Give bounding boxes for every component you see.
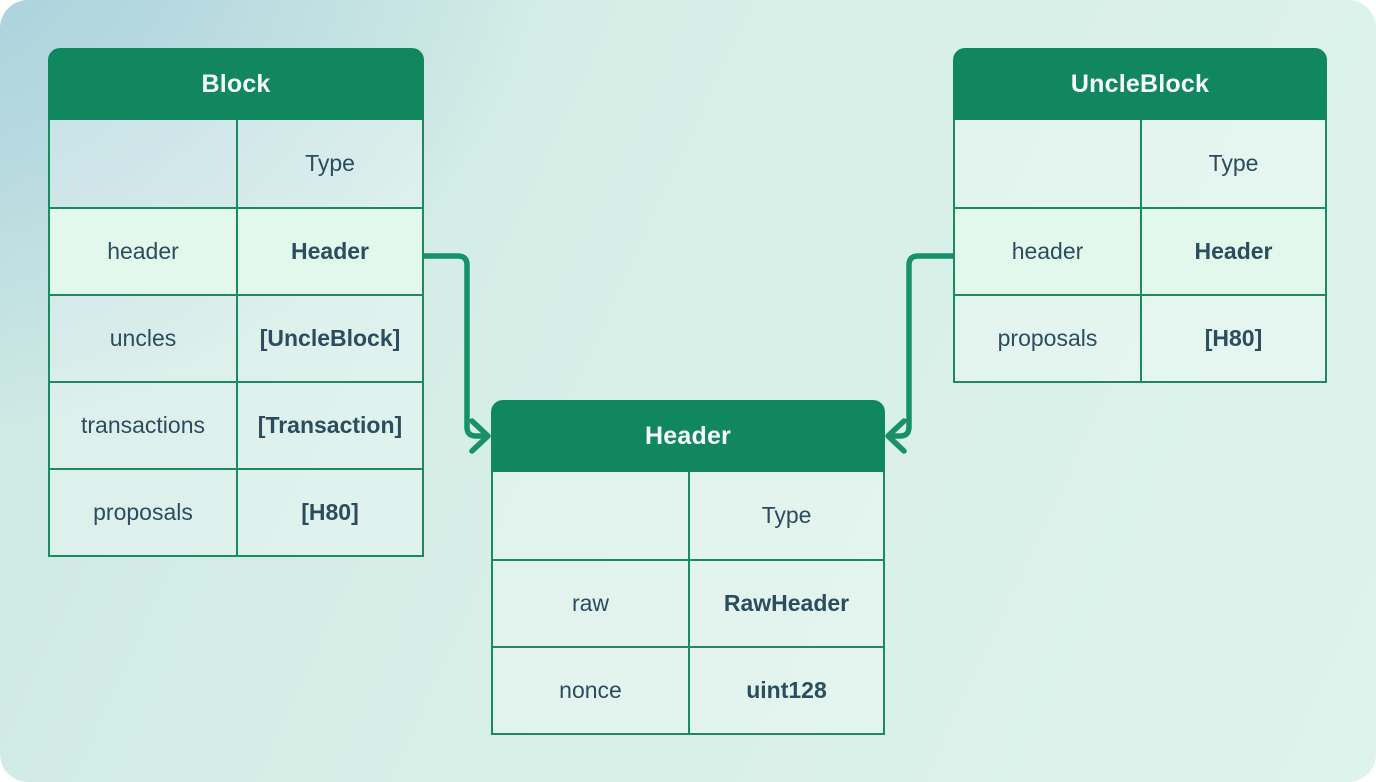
type-cell: [H80] <box>1140 296 1325 381</box>
field-cell: header <box>50 209 236 294</box>
table-title-uncleblock: UncleBlock <box>953 48 1327 120</box>
arrowhead-right-icon <box>469 418 491 454</box>
table-row-nonce: nonce uint128 <box>493 646 883 733</box>
field-cell: transactions <box>50 383 236 468</box>
field-cell: nonce <box>493 648 688 733</box>
arrowhead-left-icon <box>885 418 907 454</box>
table-title-header: Header <box>491 400 885 472</box>
entity-table-header: Header Type raw RawHeader nonce uint128 <box>491 400 885 735</box>
type-column-label: Type <box>688 472 883 559</box>
type-cell: Header <box>1140 209 1325 294</box>
field-cell: raw <box>493 561 688 646</box>
table-title-block: Block <box>48 48 424 120</box>
entity-table-uncleblock: UncleBlock Type header Header proposals … <box>953 48 1327 383</box>
field-cell: uncles <box>50 296 236 381</box>
connector-uncleblock-header-to-header <box>891 253 956 439</box>
field-cell: header <box>955 209 1140 294</box>
field-header-cell-empty <box>493 472 688 559</box>
table-row-transactions: transactions [Transaction] <box>50 381 422 468</box>
type-cell: [H80] <box>236 470 422 555</box>
table-body-uncleblock: Type header Header proposals [H80] <box>953 120 1327 383</box>
connector-block-header-to-header <box>421 253 485 439</box>
type-cell: RawHeader <box>688 561 883 646</box>
column-header-row: Type <box>50 120 422 207</box>
table-row-header: header Header <box>50 207 422 294</box>
type-cell: [UncleBlock] <box>236 296 422 381</box>
table-row-raw: raw RawHeader <box>493 559 883 646</box>
type-cell: [Transaction] <box>236 383 422 468</box>
field-header-cell-empty <box>50 120 236 207</box>
type-column-label: Type <box>1140 120 1325 207</box>
entity-table-block: Block Type header Header uncles [UncleBl… <box>48 48 424 557</box>
table-row-proposals: proposals [H80] <box>50 468 422 555</box>
column-header-row: Type <box>955 120 1325 207</box>
column-header-row: Type <box>493 472 883 559</box>
field-cell: proposals <box>50 470 236 555</box>
table-body-header: Type raw RawHeader nonce uint128 <box>491 472 885 735</box>
table-body-block: Type header Header uncles [UncleBlock] t… <box>48 120 424 557</box>
field-header-cell-empty <box>955 120 1140 207</box>
field-cell: proposals <box>955 296 1140 381</box>
type-cell: uint128 <box>688 648 883 733</box>
table-row-proposals: proposals [H80] <box>955 294 1325 381</box>
table-row-uncles: uncles [UncleBlock] <box>50 294 422 381</box>
type-column-label: Type <box>236 120 422 207</box>
table-row-header: header Header <box>955 207 1325 294</box>
type-cell: Header <box>236 209 422 294</box>
